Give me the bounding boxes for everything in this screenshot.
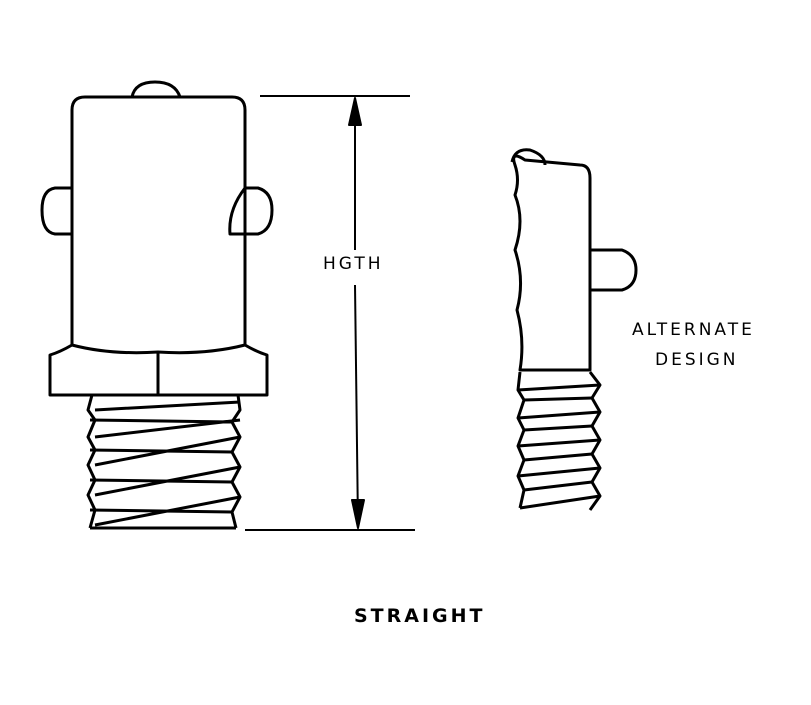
straight-fitting (40, 80, 274, 530)
top-dome (130, 80, 182, 98)
thread (86, 394, 242, 530)
caption-straight: STRAIGHT (354, 605, 486, 627)
height-label: HGTH (323, 254, 384, 274)
alt-body (512, 154, 592, 372)
right-knob (228, 186, 274, 236)
left-knob (40, 186, 72, 236)
alternate-fitting (510, 148, 638, 511)
alternate-design-label-line1: ALTERNATE (632, 320, 755, 340)
alt-thread (516, 371, 602, 511)
height-dimension (245, 95, 415, 531)
arrow-down-icon (351, 499, 365, 529)
arrow-up-icon (348, 97, 362, 126)
alternate-design-label-line2: DESIGN (655, 350, 739, 370)
fitting-body (70, 95, 247, 345)
alt-knob (590, 248, 638, 292)
hex-nut (48, 343, 269, 397)
